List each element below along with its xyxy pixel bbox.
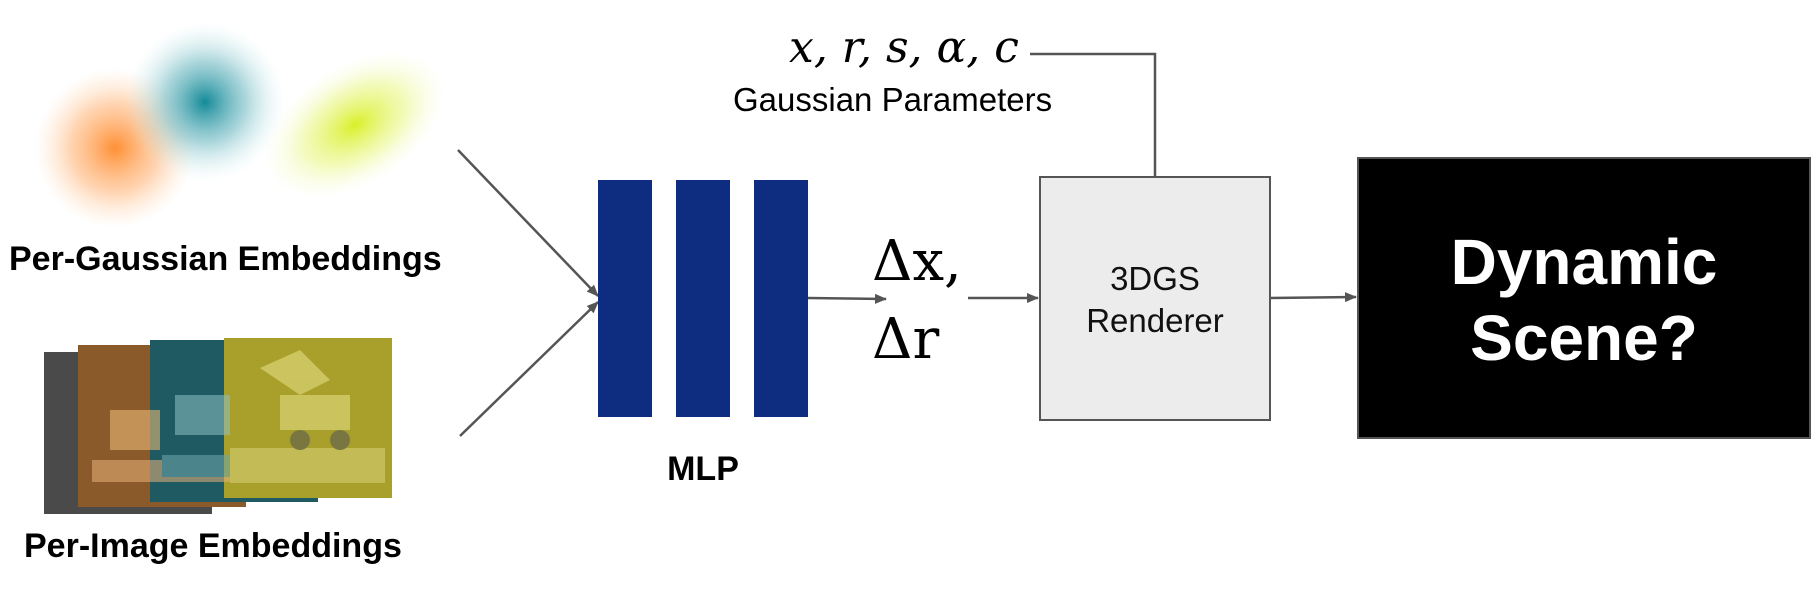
arrow-renderer-to-output (1269, 292, 1357, 303)
mlp-label: MLP (667, 450, 739, 488)
delta-x-label: Δx, (872, 229, 962, 294)
yellow-gaussian (264, 51, 446, 199)
delta-r-label: Δr (872, 307, 939, 372)
image-stack-icon (44, 338, 392, 514)
arrow-gaussian-to-mlp (457, 149, 599, 297)
mlp-block (598, 180, 808, 417)
mlp-layer-1 (598, 180, 652, 417)
gaussian-params-symbols: x, r, s, α, c (789, 22, 1019, 73)
renderer-line2: Renderer (1086, 302, 1224, 339)
gaussian-blobs-icon (35, 22, 446, 228)
lego-scene-sketch (92, 350, 385, 483)
per-gaussian-label: Per-Gaussian Embeddings (9, 240, 442, 278)
per-image-label: Per-Image Embeddings (24, 527, 402, 565)
mlp-layer-2 (676, 180, 730, 417)
arrow-image-to-mlp (459, 301, 599, 437)
renderer-box (1039, 176, 1271, 421)
teal-gaussian (125, 22, 285, 182)
output-line2: Scene? (1470, 302, 1698, 374)
params-connector (1030, 52, 1157, 176)
output-line1: Dynamic (1451, 226, 1718, 298)
output-box (1357, 157, 1811, 439)
arrow-mlp-to-deltas (807, 293, 887, 304)
gaussian-params-title: Gaussian Parameters (733, 81, 1052, 118)
mlp-layer-3 (754, 180, 808, 417)
renderer-line1: 3DGS (1110, 260, 1200, 297)
